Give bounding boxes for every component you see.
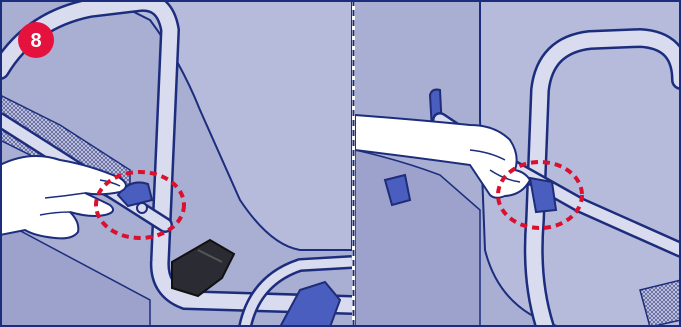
latch-rivet-icon: [137, 203, 147, 213]
right-panel: [355, 0, 681, 327]
left-panel: [0, 0, 352, 327]
step-number: 8: [30, 30, 41, 52]
